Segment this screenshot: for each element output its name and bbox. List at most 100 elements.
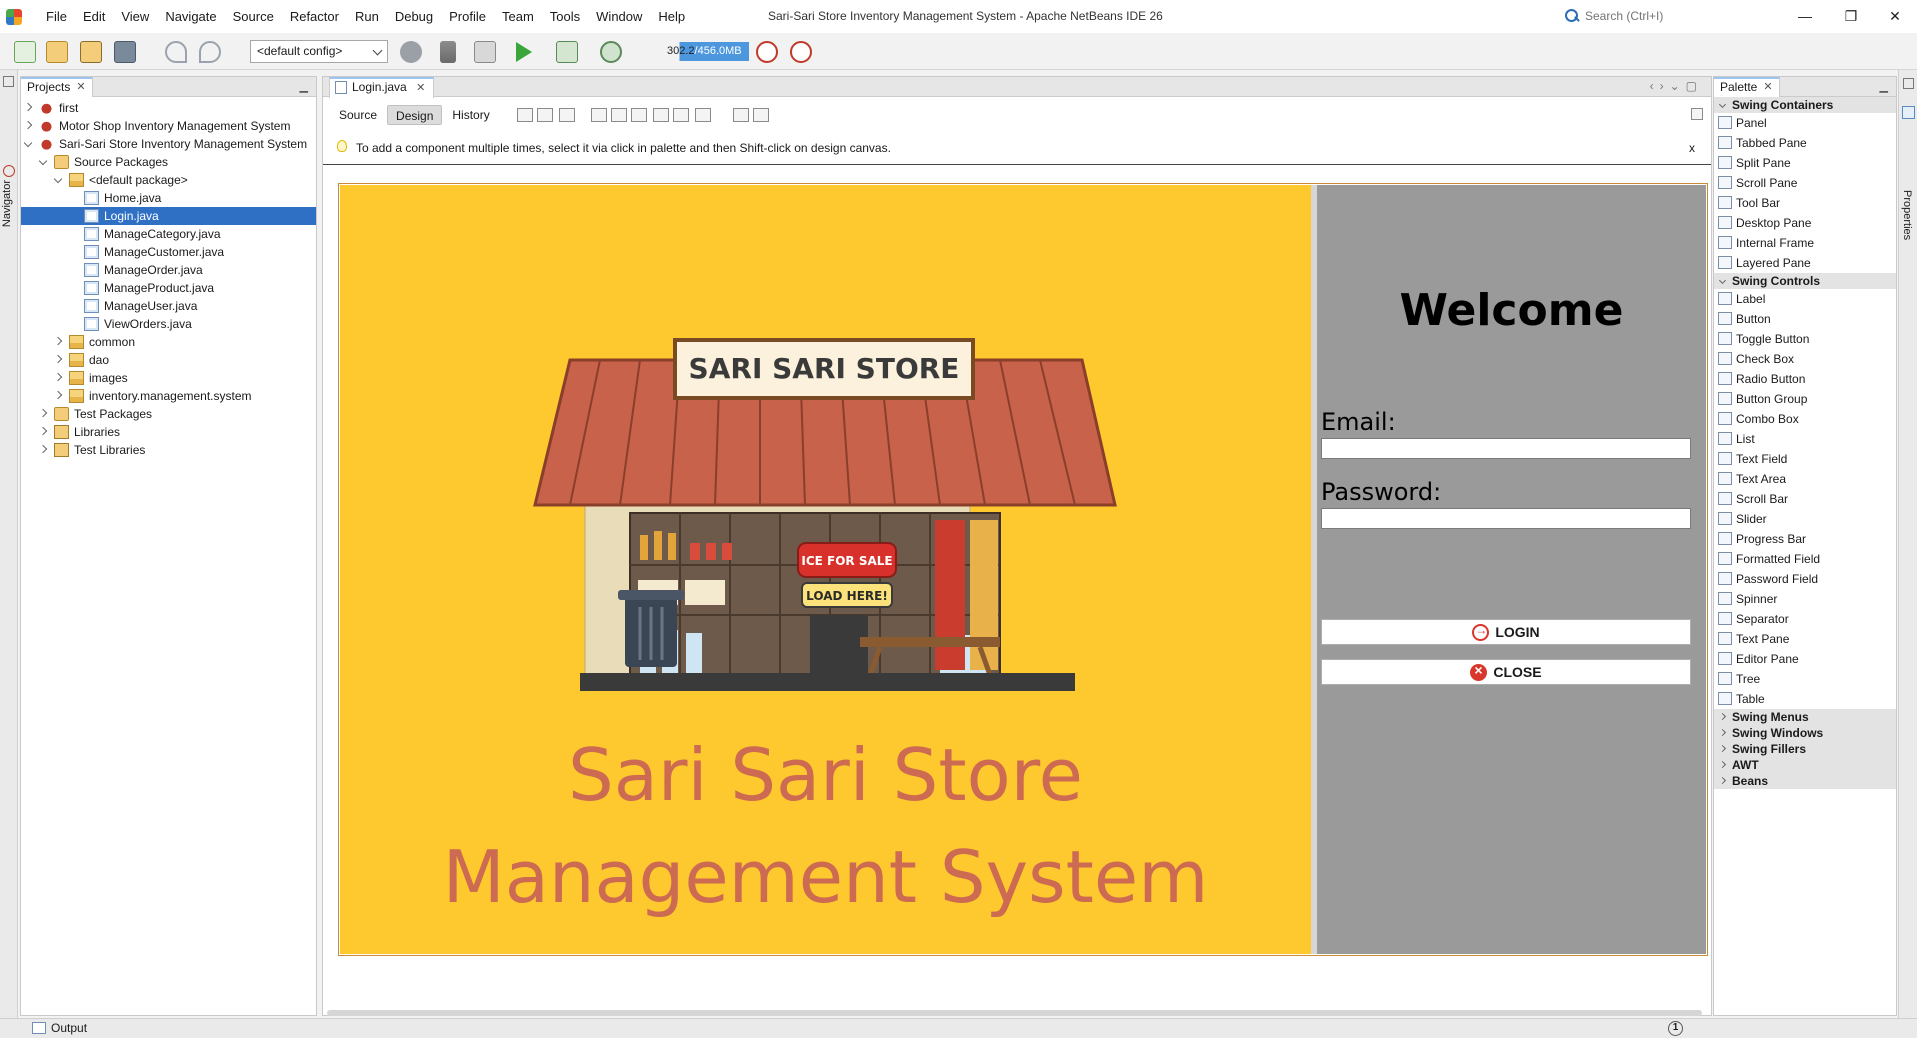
tab-design[interactable]: Design <box>387 105 443 125</box>
tab-palette[interactable]: Palette ✕ <box>1714 76 1780 97</box>
tree-item[interactable]: common <box>21 333 316 351</box>
menu-run[interactable]: Run <box>354 8 379 24</box>
chevron-right-icon[interactable] <box>1718 776 1727 785</box>
menu-help[interactable]: Help <box>658 8 686 24</box>
palette-item[interactable]: Password Field <box>1714 569 1896 589</box>
tree-item[interactable]: dao <box>21 351 316 369</box>
gc-icon[interactable] <box>756 41 778 63</box>
palette-item[interactable]: Progress Bar <box>1714 529 1896 549</box>
palette-item[interactable]: Table <box>1714 689 1896 709</box>
close-button[interactable]: CLOSE <box>1321 659 1691 685</box>
connection-mode-icon[interactable] <box>537 108 553 122</box>
minimize-button[interactable]: — <box>1798 8 1812 24</box>
debug-icon[interactable] <box>556 41 578 63</box>
menu-file[interactable]: File <box>46 8 67 24</box>
palette-item[interactable]: Tool Bar <box>1714 193 1896 213</box>
preview-design-icon[interactable] <box>559 108 575 122</box>
chevron-right-icon[interactable] <box>1718 760 1727 769</box>
menu-view[interactable]: View <box>121 8 150 24</box>
palette-item[interactable]: Split Pane <box>1714 153 1896 173</box>
tree-item[interactable]: Test Packages <box>21 405 316 423</box>
tab-projects[interactable]: Projects ✕ <box>21 76 93 97</box>
minimize-panel-icon[interactable]: ▁ <box>1879 81 1888 93</box>
palette-category[interactable]: Swing Menus <box>1714 709 1896 725</box>
profile-ide-icon[interactable] <box>790 41 812 63</box>
properties-tab[interactable]: Properties <box>1901 190 1913 241</box>
run-icon[interactable] <box>516 42 532 62</box>
email-field[interactable] <box>1321 438 1691 459</box>
output-tab[interactable]: Output <box>32 1021 87 1035</box>
editor-tab-navigation[interactable]: ‹›⌄▢ <box>1649 79 1703 93</box>
palette-item[interactable]: Spinner <box>1714 589 1896 609</box>
menu-source[interactable]: Source <box>232 8 274 24</box>
palette-item[interactable]: Tree <box>1714 669 1896 689</box>
close-icon[interactable]: ✕ <box>1763 81 1773 93</box>
chevron-down-icon[interactable] <box>23 138 33 148</box>
hint-close-button[interactable]: x <box>1689 141 1695 155</box>
chevron-down-icon[interactable] <box>1718 276 1727 285</box>
chevron-right-icon[interactable] <box>53 354 63 364</box>
login-button[interactable]: LOGIN <box>1321 619 1691 645</box>
selection-mode-icon[interactable] <box>517 108 533 122</box>
maximize-button[interactable]: ❐ <box>1844 8 1858 24</box>
palette-item[interactable]: Toggle Button <box>1714 329 1896 349</box>
chevron-right-icon[interactable] <box>53 390 63 400</box>
tree-item[interactable]: Libraries <box>21 423 316 441</box>
tree-item[interactable]: Test Libraries <box>21 441 316 459</box>
menu-debug[interactable]: Debug <box>394 8 434 24</box>
tree-item[interactable]: ManageProduct.java <box>21 279 316 297</box>
tree-item[interactable]: Sari-Sari Store Inventory Management Sys… <box>21 135 316 153</box>
chevron-right-icon[interactable] <box>1718 728 1727 737</box>
chevron-right-icon[interactable] <box>1718 744 1727 753</box>
palette-item[interactable]: Text Pane <box>1714 629 1896 649</box>
restore-window-icon[interactable] <box>3 76 14 87</box>
palette-category[interactable]: Swing Controls <box>1714 273 1896 289</box>
tree-item[interactable]: images <box>21 369 316 387</box>
tree-item[interactable]: ViewOrders.java <box>21 315 316 333</box>
tab-source[interactable]: Source <box>339 108 378 122</box>
palette-item[interactable]: Desktop Pane <box>1714 213 1896 233</box>
notifications-icon[interactable]: 1 <box>1668 1021 1683 1036</box>
tree-item[interactable]: inventory.management.system <box>21 387 316 405</box>
tree-item[interactable]: ManageOrder.java <box>21 261 316 279</box>
design-canvas-login-form[interactable]: SARI SARI STORE ICE FOR SALE <box>338 183 1708 956</box>
chevron-right-icon[interactable] <box>38 426 48 436</box>
chevron-down-icon[interactable] <box>38 156 48 166</box>
save-all-icon[interactable] <box>114 41 136 63</box>
palette-item[interactable]: Scroll Bar <box>1714 489 1896 509</box>
services-icon[interactable] <box>3 165 15 177</box>
tree-item[interactable]: Home.java <box>21 189 316 207</box>
palette-item[interactable]: Slider <box>1714 509 1896 529</box>
menu-tools[interactable]: Tools <box>549 8 581 24</box>
menu-window[interactable]: Window <box>596 8 643 24</box>
palette-item[interactable]: Tabbed Pane <box>1714 133 1896 153</box>
restore-window-icon[interactable] <box>1903 78 1914 89</box>
chevron-right-icon[interactable] <box>23 120 33 130</box>
menu-refactor[interactable]: Refactor <box>289 8 339 24</box>
palette-item[interactable]: Separator <box>1714 609 1896 629</box>
password-field[interactable] <box>1321 508 1691 529</box>
center-horizontally-icon[interactable] <box>631 108 647 122</box>
navigator-tab[interactable]: Navigator <box>1 180 13 228</box>
align-right-icon[interactable] <box>611 108 627 122</box>
palette-category[interactable]: Beans <box>1714 773 1896 789</box>
palette-item[interactable]: Radio Button <box>1714 369 1896 389</box>
tree-item[interactable]: Source Packages <box>21 153 316 171</box>
menu-edit[interactable]: Edit <box>82 8 106 24</box>
tree-item[interactable]: first <box>21 99 316 117</box>
chevron-right-icon[interactable] <box>1718 712 1727 721</box>
tree-item[interactable]: ManageUser.java <box>21 297 316 315</box>
palette-category[interactable]: AWT <box>1714 757 1896 773</box>
minimize-panel-icon[interactable]: ▁ <box>299 81 308 93</box>
tree-item[interactable]: ManageCategory.java <box>21 225 316 243</box>
center-vertically-icon[interactable] <box>695 108 711 122</box>
search-box[interactable] <box>1563 6 1781 26</box>
left-image-panel[interactable]: SARI SARI STORE ICE FOR SALE <box>340 185 1311 954</box>
close-icon[interactable]: ✕ <box>416 82 426 94</box>
search-input[interactable] <box>1585 6 1781 26</box>
chevron-down-icon[interactable] <box>53 174 63 184</box>
tree-item[interactable]: <default package> <box>21 171 316 189</box>
new-file-icon[interactable] <box>14 41 36 63</box>
menu-team[interactable]: Team <box>502 8 534 24</box>
palette-item[interactable]: Editor Pane <box>1714 649 1896 669</box>
